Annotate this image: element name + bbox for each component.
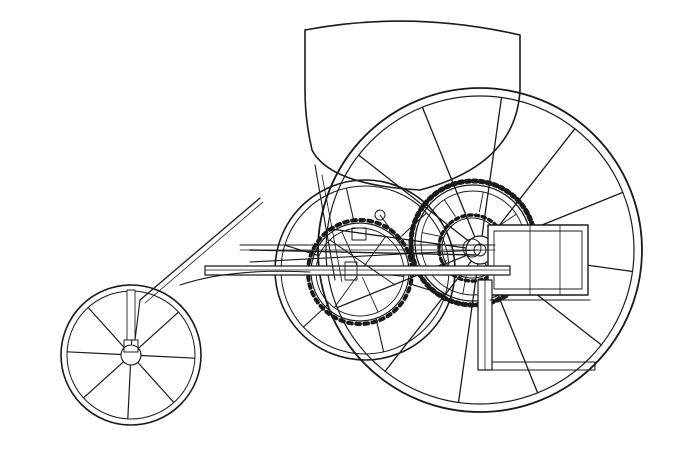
- steering-tiller: [135, 198, 263, 340]
- spoke: [88, 308, 124, 348]
- connecting-rods: [250, 165, 478, 285]
- spoke: [422, 233, 442, 237]
- spoke: [138, 312, 178, 348]
- spoke: [84, 362, 124, 398]
- spoke: [500, 214, 517, 225]
- carriage-frame: [180, 245, 510, 285]
- steam-cylinder: [478, 225, 595, 370]
- spoke: [459, 264, 479, 403]
- spoke: [141, 356, 195, 359]
- spoke: [342, 232, 358, 267]
- spoke: [337, 255, 467, 307]
- spoke: [482, 98, 502, 237]
- spoke: [364, 236, 386, 267]
- spoke: [479, 192, 483, 212]
- spoke: [376, 319, 384, 352]
- spoke: [363, 278, 379, 313]
- spoke: [334, 277, 356, 308]
- spoke: [444, 200, 455, 217]
- spoke: [138, 362, 174, 402]
- spoke: [346, 188, 354, 221]
- spoke: [489, 129, 575, 239]
- spoke: [128, 365, 131, 419]
- spoke: [67, 352, 121, 355]
- front-steering-wheel: [61, 285, 201, 425]
- boiler-shell: [305, 21, 520, 190]
